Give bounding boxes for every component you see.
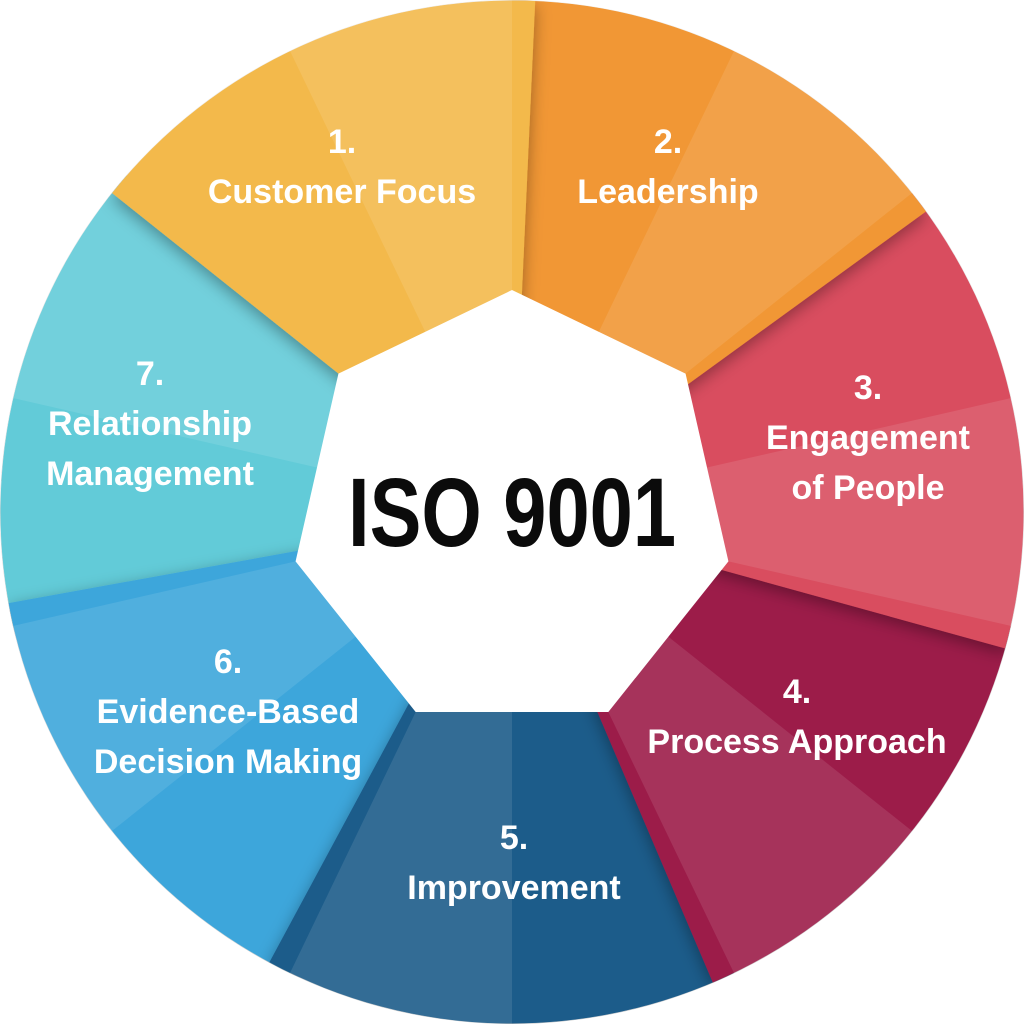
segment-5-improvement	[269, 512, 734, 1024]
segment-1-label: 1.Customer Focus	[208, 123, 476, 211]
segment-5-label: 5.Improvement	[407, 819, 621, 907]
center-layer: ISO 9001	[295, 290, 729, 713]
segment-4-label: 4.Process Approach	[647, 673, 946, 761]
center-panel	[295, 290, 729, 713]
segment-3-facet	[512, 398, 1024, 626]
segment-2-label: 2.Leadership	[577, 123, 758, 211]
center-title-text: ISO 9001	[348, 458, 676, 567]
labels-layer: 1.Customer Focus 2.Leadership 3.Engagement…	[46, 123, 970, 907]
